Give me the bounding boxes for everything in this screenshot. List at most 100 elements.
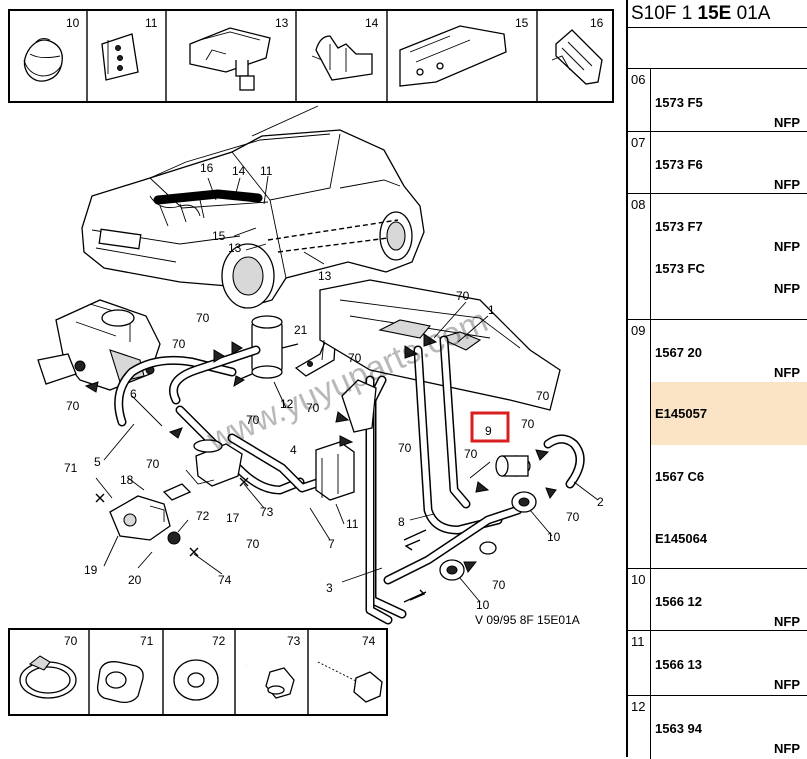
callout-11b: 11 (346, 517, 359, 531)
throttle-body-assembly (37, 299, 161, 391)
callout-7: 7 (328, 537, 335, 551)
detail-box-70[interactable]: 70 (19, 634, 78, 699)
part-code: 1567 C6 (655, 469, 705, 484)
callout-20: 20 (128, 573, 142, 587)
callout-1: 1 (488, 303, 495, 317)
pump-17 (185, 439, 243, 487)
drawing-reference: V 09/95 8F 15E01A (475, 613, 580, 627)
part-status: NFP (774, 614, 800, 629)
callout-16: 16 (200, 161, 214, 175)
callout-2: 2 (597, 495, 604, 509)
group-number: 08 (631, 197, 646, 212)
callout-70b: 70 (172, 337, 186, 351)
callout-4: 4 (290, 443, 297, 457)
group-number: 10 (631, 572, 646, 587)
bottom-detail-boxes: 70 71 72 73 74 (8, 628, 388, 716)
detail-box-74-label: 74 (362, 634, 376, 648)
group-number: 09 (631, 323, 646, 338)
detail-box-11[interactable]: 11 (101, 16, 158, 81)
damper-11 (315, 441, 355, 501)
callout-70i: 70 (456, 289, 470, 303)
callout-70e: 70 (246, 413, 260, 427)
panel-title: S10F 1 15E 01A (628, 0, 807, 28)
callout-71: 71 (64, 461, 78, 475)
callout-70m: 70 (566, 510, 580, 524)
callout-8: 8 (398, 515, 405, 529)
callout-3: 3 (326, 581, 333, 595)
parts-group-07: 07 1573 F6 NFP (628, 132, 807, 194)
callout-12: 12 (280, 397, 294, 411)
highlighted-part-9[interactable]: 9 (470, 411, 510, 443)
part-status: NFP (774, 177, 800, 192)
washer-72 (167, 531, 181, 545)
group-number: 12 (631, 699, 646, 714)
part-code: 1573 F7 (655, 219, 703, 234)
detail-box-10-label: 10 (66, 16, 80, 30)
grommet-10a (511, 491, 537, 513)
detail-box-10[interactable]: 10 (23, 16, 80, 82)
part-code: 1566 12 (655, 594, 702, 609)
valve-19 (109, 495, 171, 541)
callout-17: 17 (226, 511, 240, 525)
group-number: 11 (631, 634, 645, 649)
part-code: 1573 F5 (655, 95, 703, 110)
parts-group-09: 09 1567 20 NFP E145057 1567 C6 E145064 (628, 320, 807, 569)
part-status: NFP (774, 281, 800, 296)
highlight-label: 9 (485, 424, 492, 438)
group-number: 07 (631, 135, 646, 150)
parts-group-08: 08 1573 F7 NFP 1573 FC NFP (628, 194, 807, 320)
detail-box-72[interactable]: 72 (173, 634, 226, 701)
part-code: 1573 F6 (655, 157, 703, 172)
group-number: 06 (631, 72, 646, 87)
part-status: NFP (774, 365, 800, 380)
callout-70k: 70 (536, 389, 550, 403)
callout-70c: 70 (196, 311, 210, 325)
title-suffix: 01A (731, 3, 771, 24)
part-code: 1566 13 (655, 657, 702, 672)
part-code: 1573 FC (655, 261, 705, 276)
parts-diagram: 10 11 13 14 15 (8, 9, 614, 716)
callout-70l: 70 (521, 417, 535, 431)
part-code: E145057 (655, 406, 708, 421)
leader-lines (95, 175, 599, 603)
grommet-10b (439, 559, 465, 581)
callout-21: 21 (294, 323, 308, 337)
detail-box-73-label: 73 (287, 634, 301, 648)
vehicle-illustration (81, 105, 425, 309)
callout-74: 74 (218, 573, 232, 587)
detail-box-74[interactable]: 74 (316, 634, 383, 703)
callout-70a: 70 (66, 399, 80, 413)
detail-box-16[interactable]: 16 (551, 16, 604, 85)
parts-group-11: 11 1566 13 NFP (628, 631, 807, 696)
callout-18: 18 (120, 473, 134, 487)
part-code: E145064 (655, 531, 708, 546)
detail-box-13[interactable]: 13 (189, 16, 289, 91)
detail-box-15-label: 15 (515, 16, 529, 30)
callout-73: 73 (260, 505, 274, 519)
callout-10b: 10 (476, 598, 490, 612)
detail-box-73[interactable]: 73 (245, 634, 301, 699)
callout-10a: 10 (547, 530, 561, 544)
callouts: 1 2 3 4 5 6 7 8 10 10 11 11 12 13 13 14 … (64, 161, 604, 612)
callout-13a: 13 (228, 241, 242, 255)
callout-70o: 70 (246, 537, 260, 551)
detail-box-70-label: 70 (64, 634, 78, 648)
detail-box-14[interactable]: 14 (311, 16, 379, 81)
part-status: NFP (774, 239, 800, 254)
detail-box-14-label: 14 (365, 16, 379, 30)
parts-group-06: 06 1573 F5 NFP (628, 69, 807, 132)
grommet-left (479, 541, 497, 555)
detail-box-13-label: 13 (275, 16, 289, 30)
detail-box-15[interactable]: 15 (399, 16, 529, 87)
bracket-18 (162, 483, 192, 501)
clip-pair (341, 379, 377, 433)
callout-72: 72 (196, 509, 210, 523)
detail-box-72-label: 72 (212, 634, 226, 648)
callout-6: 6 (130, 387, 137, 401)
detail-box-16-label: 16 (590, 16, 604, 30)
title-prefix: S10F 1 (631, 3, 698, 24)
callout-70j: 70 (464, 447, 478, 461)
detail-box-71[interactable]: 71 (96, 634, 154, 704)
parts-panel: S10F 1 15E 01A 06 1573 F5 NFP 07 1573 F6… (626, 0, 807, 759)
callout-19: 19 (84, 563, 98, 577)
